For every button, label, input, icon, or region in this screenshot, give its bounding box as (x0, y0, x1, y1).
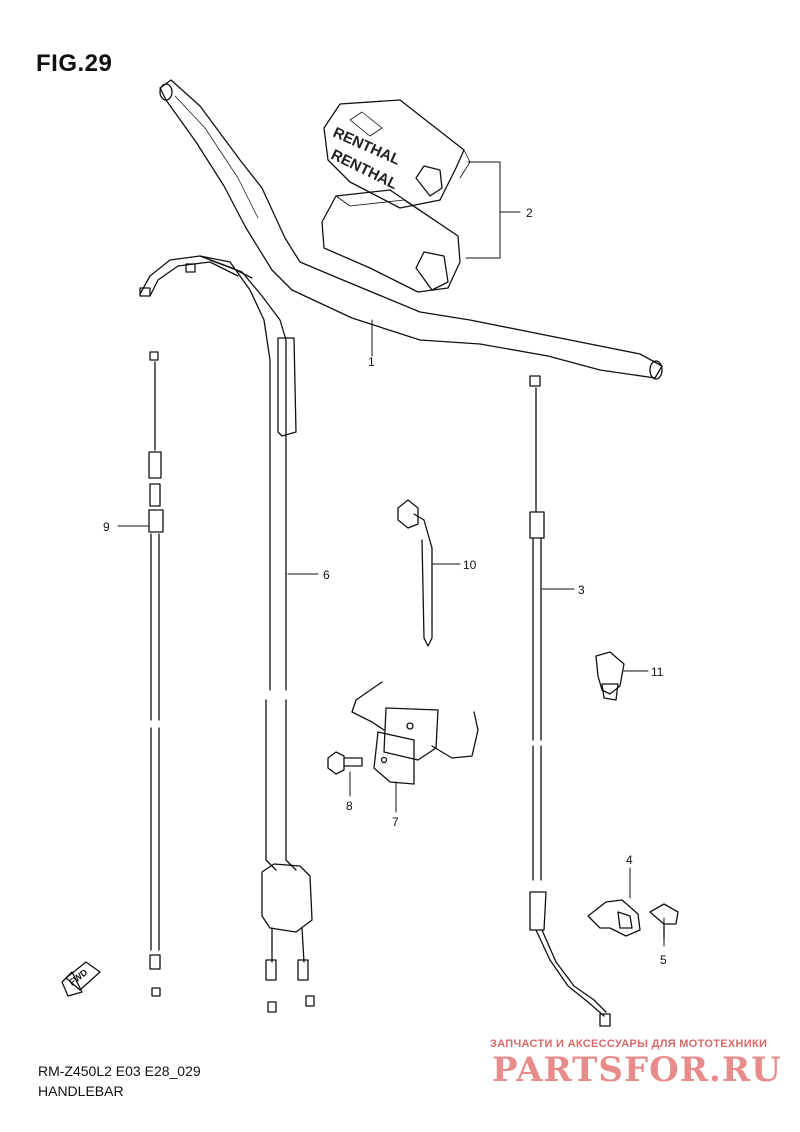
watermark-logo: PARTSFOR.RU (492, 1050, 782, 1090)
watermark-tagline: ЗАПЧАСТИ И АКСЕССУАРЫ ДЛЯ МОТОТЕХНИКИ (490, 1038, 768, 1050)
throttle-cable-assembly[interactable] (139, 255, 315, 1013)
callout-11: 11 (651, 665, 664, 679)
handlebar-pad-foam[interactable] (321, 189, 461, 293)
callout-4: 4 (626, 853, 633, 867)
callout-6: 6 (323, 568, 330, 582)
cable-tie[interactable] (397, 499, 433, 647)
callout-2: 2 (526, 206, 533, 220)
fwd-arrow-icon (61, 961, 101, 997)
figure-title: FIG.29 (36, 50, 113, 77)
hot-start-cable[interactable] (148, 351, 164, 997)
lever-clamp[interactable] (587, 899, 641, 937)
section-name: HANDLEBAR (38, 1083, 124, 1099)
callout-10: 10 (463, 558, 477, 572)
bolt[interactable] (327, 751, 363, 775)
callout-7: 7 (392, 815, 399, 829)
callout-8: 8 (346, 799, 353, 813)
diagram-code: RM-Z450L2 E03 E28_029 (38, 1063, 201, 1079)
pad-leader (465, 161, 521, 259)
clutch-cable[interactable] (529, 375, 611, 1027)
cable-guide-bracket[interactable] (351, 681, 479, 785)
callout-1: 1 (368, 355, 375, 369)
callout-5: 5 (660, 953, 667, 967)
callout-3: 3 (578, 583, 585, 597)
callout-9: 9 (103, 520, 110, 534)
handlebar[interactable] (159, 79, 663, 380)
cable-clamp[interactable] (595, 651, 625, 701)
